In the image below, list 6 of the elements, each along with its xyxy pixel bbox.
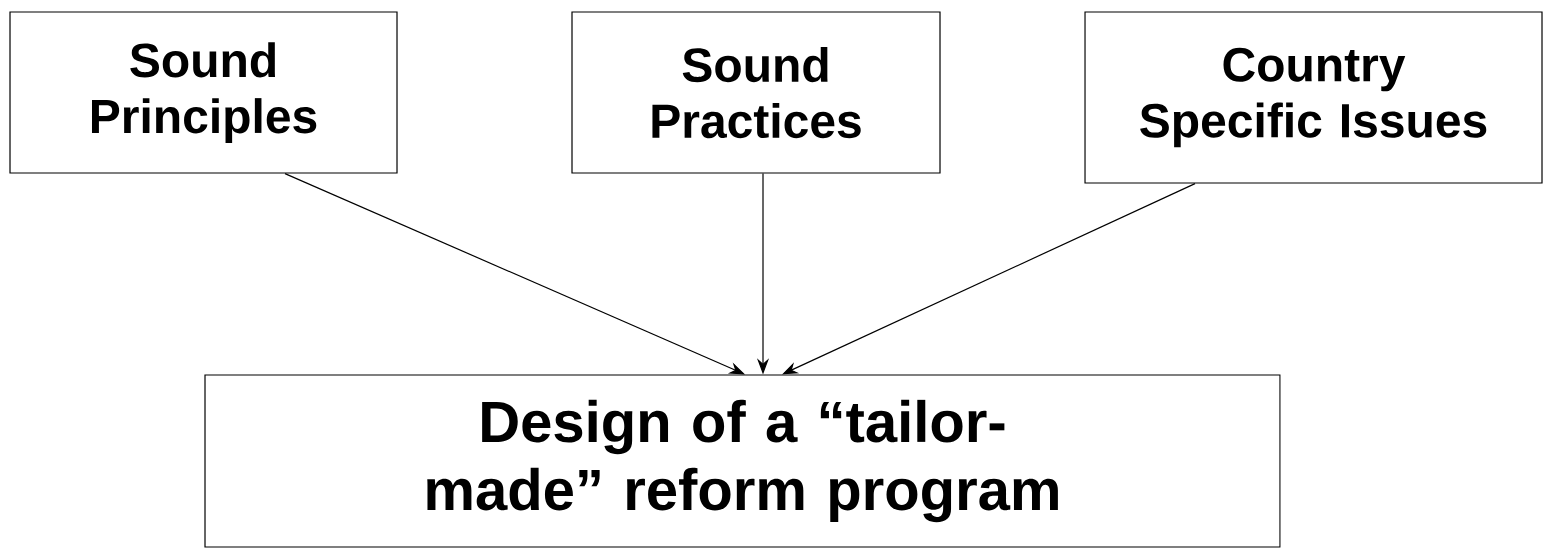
process-box: Design of a “tailor-made” reform program — [204, 374, 1281, 548]
process-box: Country Specific Issues — [1084, 11, 1543, 184]
process-box: Sound Principles — [9, 11, 398, 174]
arrow — [782, 183, 1196, 375]
arrow — [284, 173, 745, 375]
process-box: Sound Practices — [571, 11, 941, 174]
